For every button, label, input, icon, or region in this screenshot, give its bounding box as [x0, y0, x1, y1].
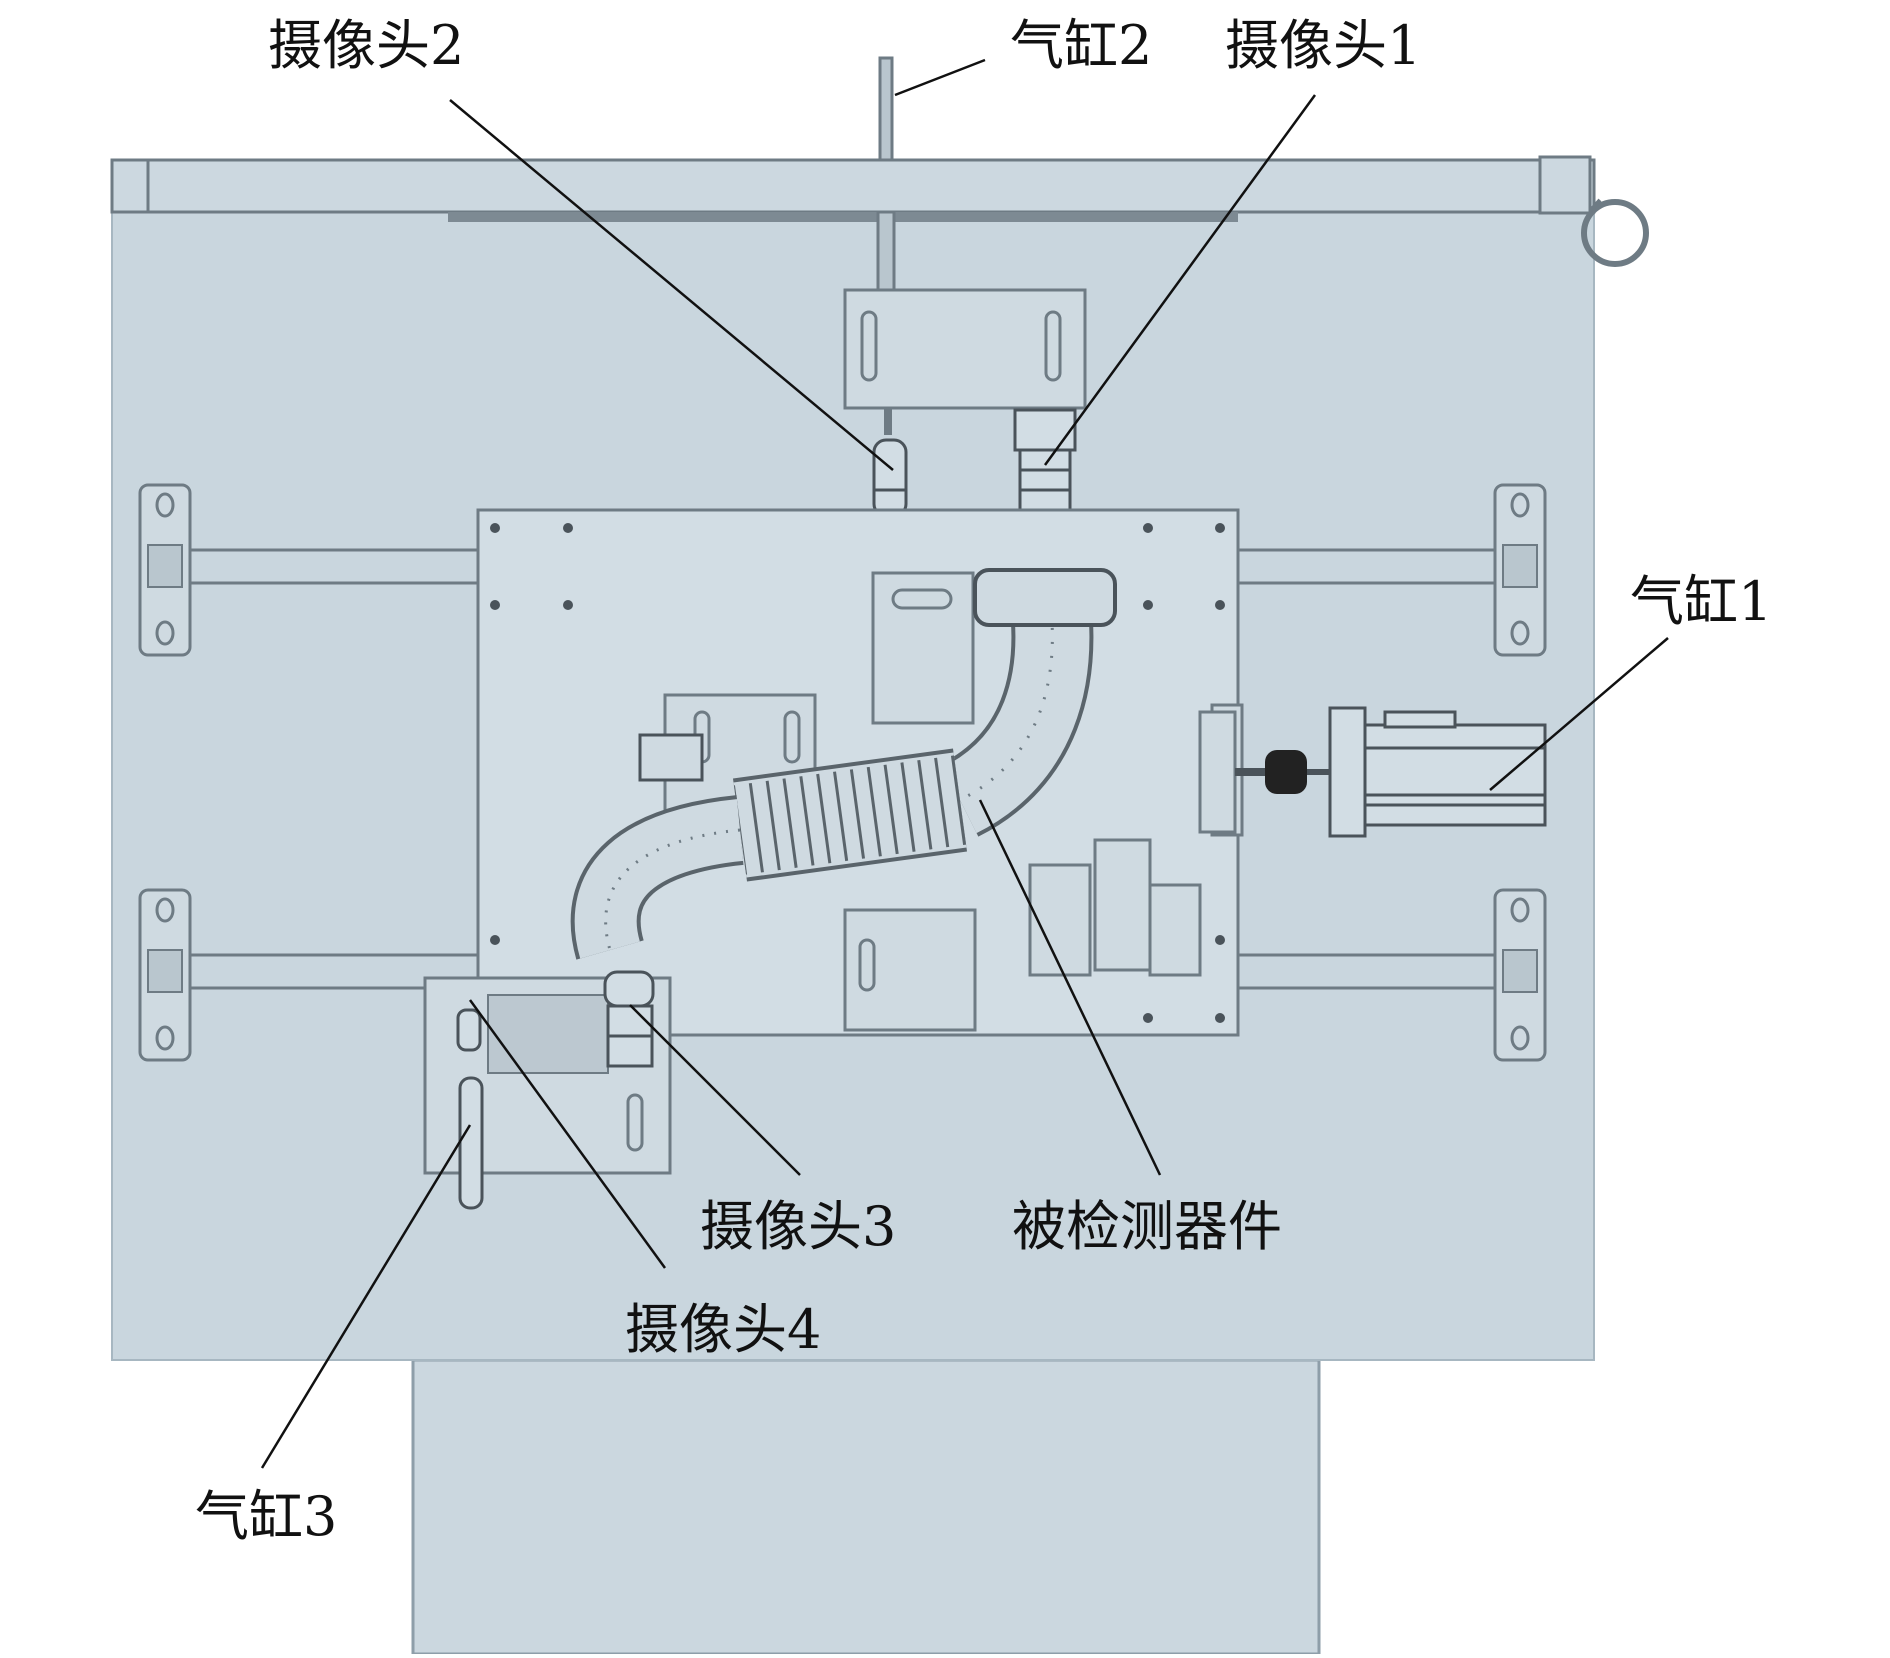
label-camera-3: 摄像头3 [700, 1195, 896, 1258]
leader-lines [260, 58, 1669, 1469]
leader-camera-3 [629, 1004, 801, 1176]
label-cylinder-2: 气缸2 [1010, 14, 1152, 77]
top-rail [110, 155, 1596, 222]
cylinder-1 [1198, 706, 1547, 838]
camera-2-body [872, 438, 908, 518]
device-under-test [570, 568, 1117, 960]
cylinder-2-bracket [843, 288, 1087, 410]
label-device-under-test: 被检测器件 [1012, 1195, 1282, 1258]
leader-cylinder-2 [894, 58, 986, 97]
leader-cylinder-3 [260, 1124, 472, 1469]
label-camera-1: 摄像头1 [1225, 14, 1421, 77]
leader-camera-2 [449, 99, 894, 471]
ring-handle [1581, 199, 1649, 267]
label-camera-2: 摄像头2 [268, 14, 464, 77]
label-camera-4: 摄像头4 [625, 1298, 821, 1361]
right-upper-bracket [1238, 483, 1547, 657]
base-stand [411, 1358, 1321, 1656]
label-cylinder-1: 气缸1 [1630, 570, 1772, 633]
leader-camera-4 [468, 999, 667, 1269]
leader-cylinder-1 [1489, 637, 1669, 791]
label-cylinder-3: 气缸3 [195, 1485, 337, 1548]
camera-3-body [603, 970, 655, 1068]
leader-camera-1 [1043, 94, 1317, 466]
leader-device [978, 799, 1162, 1176]
left-upper-bracket [138, 483, 478, 657]
camera-1-body [1013, 408, 1077, 512]
right-lower-bracket [1238, 888, 1547, 1062]
